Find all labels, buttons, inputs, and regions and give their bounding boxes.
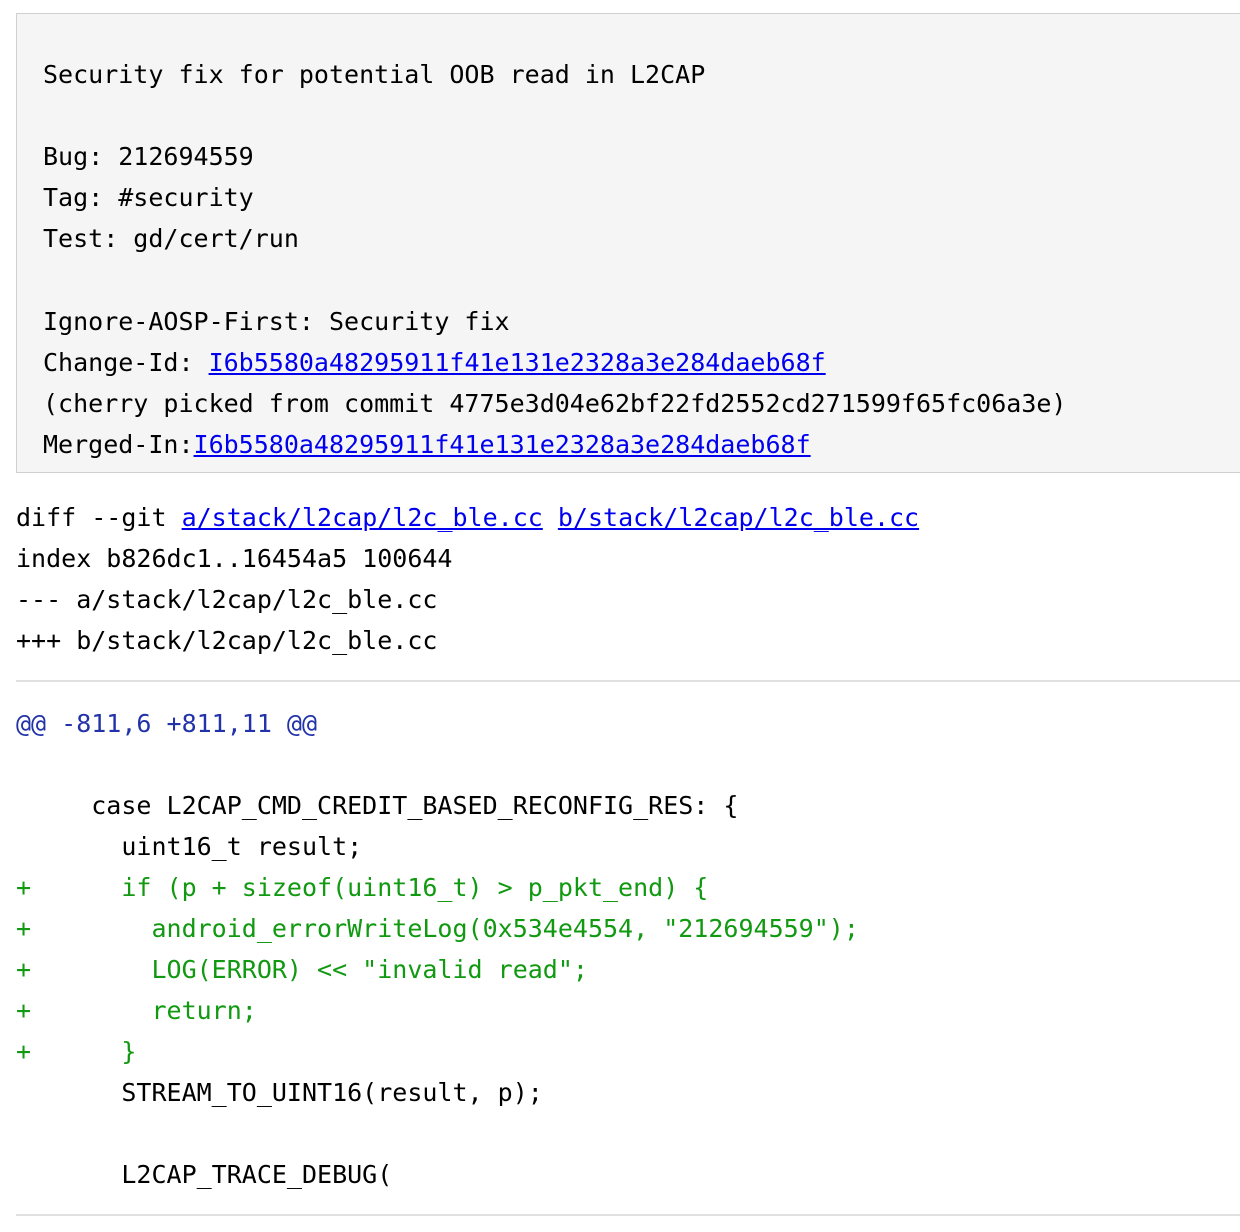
diff-line-marker: + (16, 955, 32, 984)
diff-context-line: uint16_t result; (16, 826, 362, 867)
diff-line-text: STREAM_TO_UINT16(result, p); (16, 1078, 543, 1107)
diff-added-line: + } (16, 1031, 136, 1072)
diff-line-text: uint16_t result; (16, 832, 363, 861)
diff-context-line: L2CAP_TRACE_DEBUG( (16, 1154, 392, 1195)
diff-index-line: index b826dc1..16454a5 100644 (16, 544, 453, 573)
diff-line-text: } (16, 1037, 137, 1066)
diff-added-line: + return; (16, 990, 257, 1031)
commit-ignore-aosp: Ignore-AOSP-First: Security fix (43, 307, 510, 336)
commit-merged-in: Merged-In:I6b5580a48295911f41e131e2328a3… (43, 424, 811, 465)
diff-line-text: return; (16, 996, 257, 1025)
diff-line-text: case L2CAP_CMD_CREDIT_BASED_RECONFIG_RES… (16, 791, 739, 820)
diff-added-line: + LOG(ERROR) << "invalid read"; (16, 949, 588, 990)
commit-bug: Bug: 212694559 (43, 142, 254, 171)
diff-line-text: LOG(ERROR) << "invalid read"; (16, 955, 588, 984)
diff-line-text: android_errorWriteLog(0x534e4554, "21269… (16, 914, 859, 943)
diff-file-b-link[interactable]: b/stack/l2cap/l2c_ble.cc (557, 503, 920, 532)
diff-line-marker: + (16, 1037, 32, 1066)
diff-minus-line: --- a/stack/l2cap/l2c_ble.cc (16, 585, 438, 614)
hunk-header: @@ -811,6 +811,11 @@ (16, 709, 318, 738)
change-id-label: Change-Id: (43, 348, 209, 377)
commit-test: Test: gd/cert/run (43, 224, 299, 253)
diff-plus-line: +++ b/stack/l2cap/l2c_ble.cc (16, 626, 438, 655)
change-id-link[interactable]: I6b5580a48295911f41e131e2328a3e284daeb68… (208, 348, 826, 377)
diff-line-marker: + (16, 914, 32, 943)
diff-git-line: diff --git a/stack/l2cap/l2c_ble.cc b/st… (16, 497, 919, 538)
diff-context-line: STREAM_TO_UINT16(result, p); (16, 1072, 543, 1113)
diff-file-a-link[interactable]: a/stack/l2cap/l2c_ble.cc (181, 503, 543, 532)
divider (16, 680, 1240, 682)
merged-in-label: Merged-In: (43, 430, 194, 459)
divider-bottom (16, 1214, 1240, 1216)
commit-message-box: Security fix for potential OOB read in L… (16, 13, 1240, 473)
commit-tag: Tag: #security (43, 183, 254, 212)
diff-context-line: case L2CAP_CMD_CREDIT_BASED_RECONFIG_RES… (16, 785, 738, 826)
diff-line-text: L2CAP_TRACE_DEBUG( (16, 1160, 393, 1189)
diff-line-marker: + (16, 996, 32, 1025)
commit-change-id: Change-Id: I6b5580a48295911f41e131e2328a… (43, 342, 826, 383)
commit-cherry-picked: (cherry picked from commit 4775e3d04e62b… (43, 389, 1067, 418)
diff-added-line: + android_errorWriteLog(0x534e4554, "212… (16, 908, 859, 949)
commit-title: Security fix for potential OOB read in L… (43, 60, 706, 89)
diff-line-marker: + (16, 873, 32, 902)
diff-added-line: + if (p + sizeof(uint16_t) > p_pkt_end) … (16, 867, 708, 908)
diff-git-prefix: diff --git (16, 503, 182, 532)
merged-in-link[interactable]: I6b5580a48295911f41e131e2328a3e284daeb68… (193, 430, 811, 459)
diff-line-text: if (p + sizeof(uint16_t) > p_pkt_end) { (16, 873, 709, 902)
